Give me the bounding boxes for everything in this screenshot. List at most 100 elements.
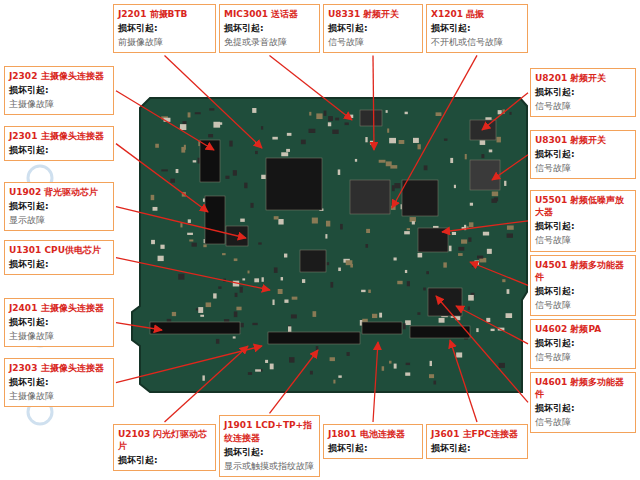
fault-text: 信号故障 (535, 162, 631, 174)
smd-part (233, 336, 236, 338)
smd-part (444, 139, 448, 141)
smd-part (412, 221, 415, 224)
callout-box: U8331 射频开关损坏引起:信号故障 (323, 4, 423, 53)
smd-part (188, 112, 191, 117)
smd-part (504, 181, 506, 186)
smd-part (158, 256, 164, 261)
fault-heading: 损坏引起: (535, 285, 631, 297)
smd-part (468, 307, 470, 310)
smd-part (346, 352, 349, 356)
smd-part (192, 243, 197, 247)
callout-box: U4602 射频PA损坏引起:信号故障 (530, 319, 636, 368)
smd-part (225, 176, 229, 179)
fault-text: 前摄像故障 (118, 36, 211, 48)
smd-part (281, 152, 288, 156)
part-name: MIC3001 送话器 (224, 8, 315, 20)
leader-line (392, 55, 477, 208)
smd-part (222, 253, 226, 255)
smd-part (255, 151, 258, 154)
fault-heading: 损坏引起: (535, 220, 631, 232)
leader-line (116, 91, 214, 150)
smd-part (316, 113, 322, 119)
smd-part (218, 286, 221, 288)
smd-part (496, 137, 500, 143)
smd-part (405, 112, 408, 114)
smd-part (454, 185, 456, 188)
smd-part (413, 138, 419, 143)
fault-heading: 损坏引起: (328, 442, 418, 454)
smd-part (458, 247, 464, 251)
leader-line (165, 346, 249, 422)
leader-line (116, 207, 246, 238)
smd-part (424, 165, 428, 170)
part-name: J2302 主摄像头连接器 (9, 70, 109, 82)
leader-line (470, 262, 528, 285)
smd-part (248, 372, 252, 375)
smd-part (233, 170, 237, 176)
smd-part (216, 339, 219, 344)
smd-part (151, 195, 155, 200)
chip (360, 110, 382, 126)
smd-part (310, 371, 313, 375)
leader-line (442, 221, 528, 232)
smd-part (325, 234, 327, 238)
smd-part (379, 313, 382, 318)
smd-part (327, 262, 330, 265)
smd-part (389, 361, 391, 364)
part-name: J2201 前摄BTB (118, 8, 211, 20)
smd-part (326, 221, 330, 227)
smd-part (209, 108, 214, 110)
smd-part (274, 267, 278, 272)
pcb-components (150, 108, 514, 384)
smd-part (365, 244, 368, 248)
smd-part (265, 360, 268, 363)
smd-part (423, 288, 426, 291)
smd-part (489, 149, 492, 152)
leader-line (165, 55, 263, 148)
leader-line (116, 258, 270, 290)
smd-part (433, 381, 436, 385)
fault-text: 主摄像故障 (9, 98, 109, 110)
smd-part (261, 126, 263, 129)
part-name: J3601 主FPC连接器 (431, 428, 523, 440)
smd-part (480, 140, 486, 145)
fault-heading: 损坏引起: (118, 454, 211, 466)
part-name: U2103 闪光灯驱动芯片 (118, 428, 211, 452)
smd-part (390, 165, 397, 168)
smd-part (170, 179, 174, 183)
smd-part (370, 141, 373, 145)
smd-part (509, 112, 511, 115)
callout-box: MIC3001 送话器损坏引起:免提或录音故障 (219, 4, 320, 53)
smd-part (405, 270, 407, 273)
smd-part (417, 144, 420, 149)
smd-part (278, 219, 283, 224)
leader-line (116, 144, 208, 212)
part-name: U1301 CPU供电芯片 (9, 244, 109, 256)
smd-part (487, 249, 492, 254)
fault-heading: 损坏引起: (9, 258, 109, 270)
smd-part (386, 110, 388, 113)
fault-text: 显示故障 (9, 214, 109, 226)
smd-part (252, 323, 257, 325)
part-name: U5501 射频低噪声放大器 (535, 194, 631, 218)
chip (200, 140, 220, 182)
fault-heading: 损坏引起: (431, 22, 523, 34)
leader-line (373, 55, 374, 150)
smd-part (492, 191, 498, 196)
smd-part (499, 363, 505, 368)
part-name: J1901 LCD+TP+指纹连接器 (224, 419, 315, 443)
smd-part (248, 271, 250, 274)
callout-box: U1902 背光驱动芯片损坏引起:显示故障 (4, 182, 114, 231)
leader-line (450, 340, 477, 422)
smd-part (270, 364, 274, 370)
leader-line (492, 155, 528, 180)
smd-part (333, 380, 335, 384)
smd-part (258, 242, 261, 244)
smd-part (449, 246, 452, 252)
smd-part (292, 297, 298, 300)
fault-text: 信号故障 (535, 299, 631, 311)
fault-text: 信号故障 (535, 234, 631, 246)
smd-part (284, 299, 288, 302)
smd-part (203, 244, 206, 247)
smd-part (461, 239, 467, 243)
